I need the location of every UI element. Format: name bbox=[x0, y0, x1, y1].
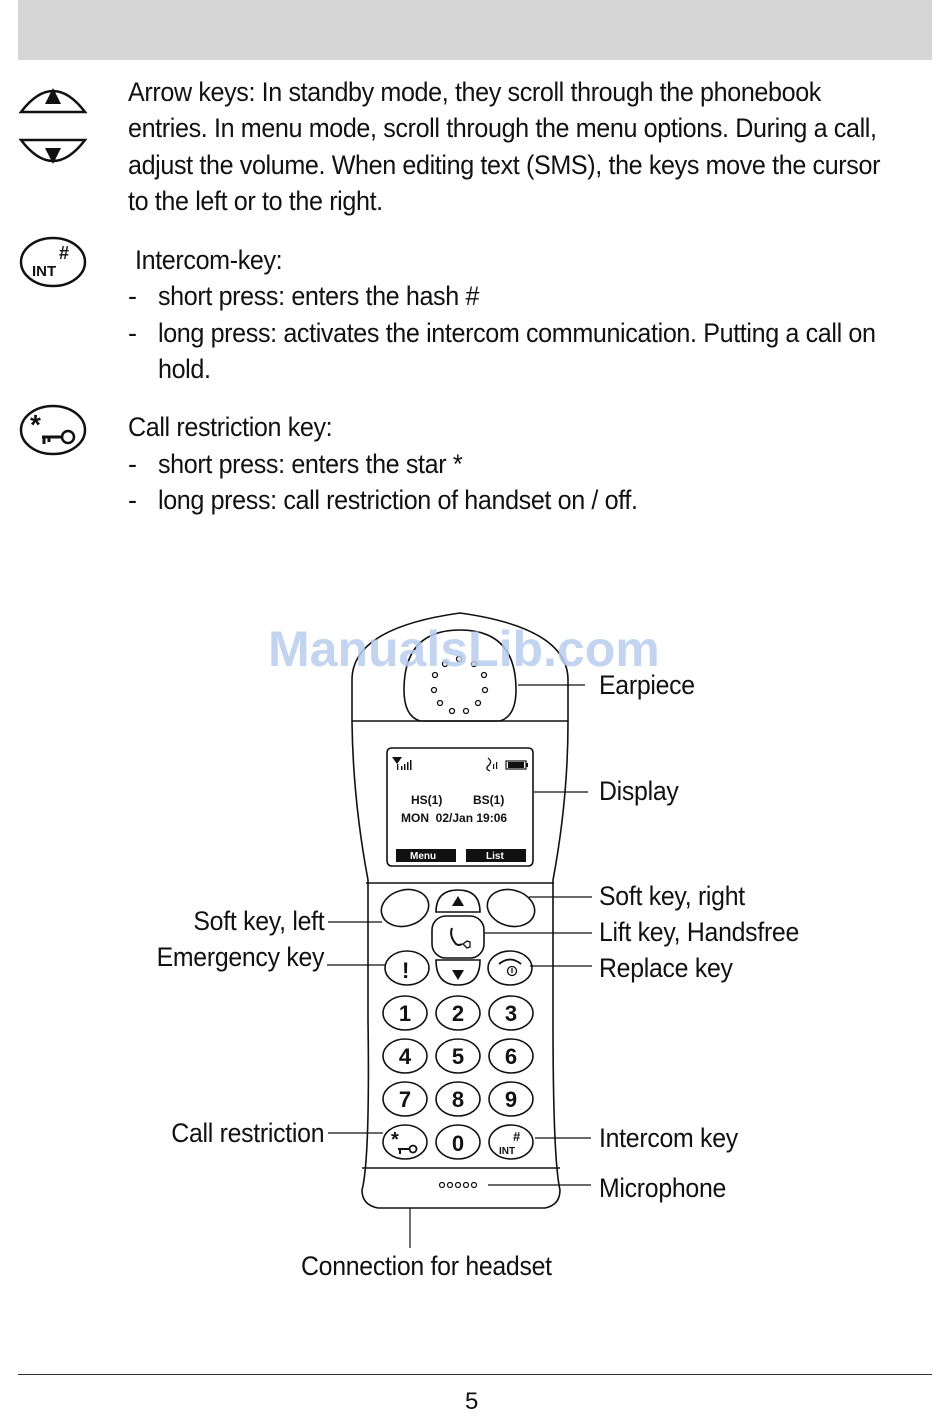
key-3: 3 bbox=[505, 1001, 517, 1026]
label-intercom-key: Intercom key bbox=[599, 1123, 738, 1153]
key-9: 9 bbox=[505, 1087, 517, 1112]
key-0: 0 bbox=[452, 1131, 464, 1156]
arrow-keys-line-2: entries. In menu mode, scroll through th… bbox=[128, 113, 877, 143]
intercom-title: Intercom-key: bbox=[135, 245, 283, 275]
emergency-symbol: ! bbox=[402, 958, 409, 983]
page-number: 5 bbox=[465, 1388, 479, 1415]
intercom-bullet-2: long press: activates the intercom commu… bbox=[158, 318, 876, 348]
restriction-bullet-2: long press: call restriction of handset … bbox=[158, 485, 638, 515]
display-softkey-left-bar bbox=[396, 849, 456, 862]
leader-lines bbox=[327, 684, 592, 1248]
display-softkey-left: Menu bbox=[410, 851, 436, 862]
key-int: INT bbox=[499, 1146, 515, 1157]
lift-key bbox=[431, 915, 485, 959]
key-6: 6 bbox=[505, 1044, 517, 1069]
intercom-bullet-mark-2: - bbox=[128, 318, 137, 348]
arrow-keys-line-1: Arrow keys: In standby mode, they scroll… bbox=[128, 77, 821, 107]
intercom-icon-hash: # bbox=[59, 243, 69, 263]
label-display: Display bbox=[599, 776, 679, 806]
keypad-keys bbox=[382, 995, 534, 1160]
watermark: ManualsLib.com bbox=[268, 621, 660, 677]
soft-key-right bbox=[486, 888, 536, 928]
nav-down-key bbox=[435, 959, 481, 986]
display-frame bbox=[386, 747, 534, 867]
label-call-restriction: Call restriction bbox=[171, 1118, 324, 1148]
restriction-icon-star: * bbox=[30, 409, 41, 440]
arrow-keys-line-4: to the left or to the right. bbox=[128, 186, 383, 216]
nav-down-arrow-icon bbox=[452, 970, 464, 980]
display-line2: MON 02/Jan 19:06 bbox=[401, 811, 507, 825]
call-restriction-key-icon: * bbox=[19, 404, 87, 456]
restriction-bullet-1: short press: enters the star * bbox=[158, 449, 463, 479]
key-7: 7 bbox=[399, 1087, 411, 1112]
header-bar bbox=[18, 0, 932, 60]
up-arrow-key-icon bbox=[18, 88, 88, 114]
replace-key bbox=[487, 950, 533, 986]
key-icon bbox=[60, 429, 76, 445]
display-line1-right: BS(1) bbox=[473, 793, 504, 807]
nav-up-arrow-icon bbox=[452, 896, 464, 906]
down-arrow-key-icon bbox=[18, 138, 88, 164]
intercom-bullet-2-cont: hold. bbox=[158, 354, 211, 384]
label-lift-key: Lift key, Handsfree bbox=[599, 917, 800, 947]
earpiece-shape bbox=[403, 629, 517, 722]
label-microphone: Microphone bbox=[599, 1173, 727, 1203]
key-star: * bbox=[391, 1129, 399, 1151]
key-2: 2 bbox=[452, 1001, 464, 1026]
intercom-bullet-mark-1: - bbox=[128, 281, 137, 311]
restriction-bullet-mark-2: - bbox=[128, 485, 137, 515]
label-replace-key: Replace key bbox=[599, 953, 733, 983]
arrow-keys-line-3: adjust the volume. When editing text (SM… bbox=[128, 150, 881, 180]
restriction-title: Call restriction key: bbox=[128, 412, 333, 442]
intercom-bullet-1: short press: enters the hash # bbox=[158, 281, 480, 311]
nav-up-key bbox=[435, 889, 481, 913]
key-hash: # bbox=[513, 1129, 521, 1144]
label-soft-key-right: Soft key, right bbox=[599, 881, 745, 911]
restriction-bullet-mark-1: - bbox=[128, 449, 137, 479]
display-softkey-right: List bbox=[486, 851, 504, 862]
key-1: 1 bbox=[399, 1001, 411, 1026]
label-earpiece: Earpiece bbox=[599, 670, 695, 700]
key-5: 5 bbox=[452, 1044, 464, 1069]
key-restriction-icon bbox=[398, 1144, 418, 1154]
display-softkey-right-bar bbox=[466, 849, 526, 862]
label-soft-key-left: Soft key, left bbox=[193, 906, 324, 936]
key-8: 8 bbox=[452, 1087, 464, 1112]
display-line1-left: HS(1) bbox=[411, 793, 442, 807]
label-connection-headset: Connection for headset bbox=[301, 1251, 552, 1281]
intercom-icon-int: INT bbox=[32, 263, 56, 280]
handset-body bbox=[351, 612, 569, 1209]
intercom-key-icon: # INT bbox=[19, 236, 87, 288]
microphone-holes bbox=[438, 1181, 478, 1189]
label-emergency-key: Emergency key bbox=[156, 942, 324, 972]
replace-key-icon bbox=[498, 958, 522, 977]
handset-speaker-icon bbox=[450, 927, 471, 949]
display-status-icons bbox=[392, 757, 528, 772]
key-4: 4 bbox=[399, 1044, 412, 1069]
soft-key-left bbox=[380, 888, 430, 928]
earpiece-holes bbox=[430, 655, 489, 715]
footer-divider bbox=[18, 1374, 932, 1375]
emergency-key bbox=[384, 950, 430, 986]
handset-diagram: HS(1) BS(1) MON 02/Jan 19:06 Menu List !… bbox=[327, 612, 592, 1248]
